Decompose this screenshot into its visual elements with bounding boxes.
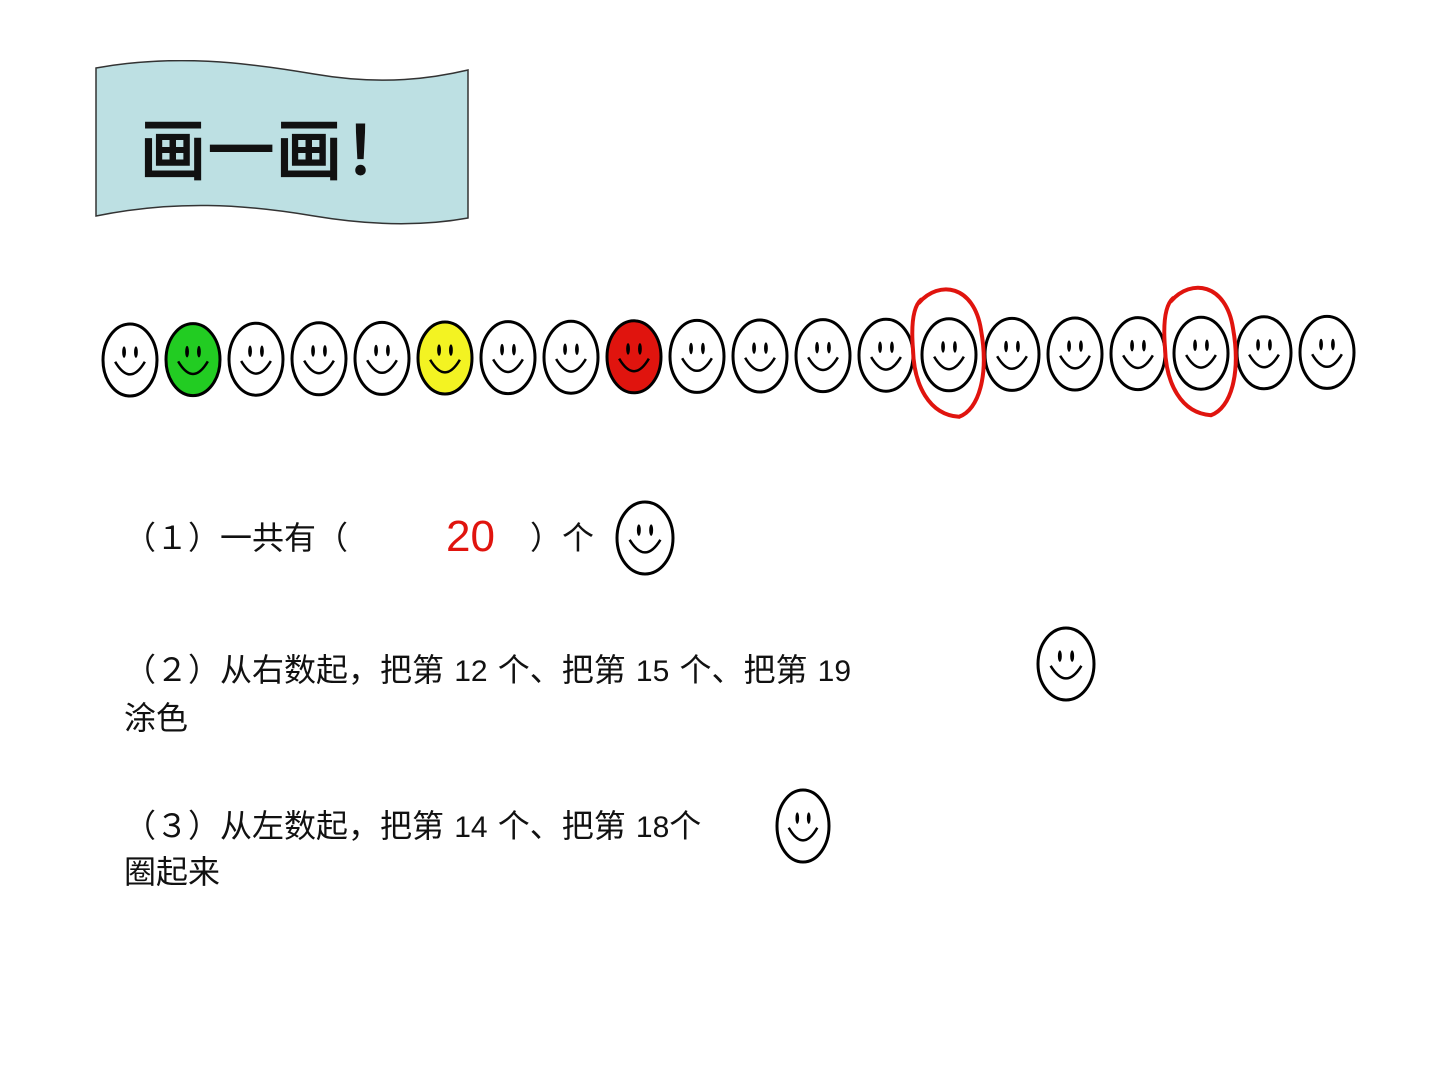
banner-flag-shape <box>95 60 469 225</box>
question-3-text-c: 个 <box>669 807 702 845</box>
page-title: 画一画！ <box>140 112 412 190</box>
question-2-smiley-icon <box>1036 626 1096 702</box>
smiley-face-14 <box>920 317 978 393</box>
smiley-face-16 <box>1046 316 1104 392</box>
question-1-suffix: ）个 <box>530 519 595 557</box>
question-3-line-2: 圈起来 <box>124 853 221 891</box>
question-1-prefix: （１）一共有（ <box>124 519 349 557</box>
smiley-face-20 <box>1298 314 1356 390</box>
question-1-answer: 20 <box>446 512 495 561</box>
question-2-number-3: 19 <box>817 655 852 688</box>
smiley-face-12 <box>794 318 852 394</box>
smiley-face-18 <box>1172 315 1230 391</box>
question-1: （１）一共有（ <box>124 518 348 558</box>
red-circle-mark-2 <box>1162 285 1238 418</box>
question-2-text-c: 个、把第 <box>669 651 818 689</box>
question-2-line-2: 涂色 <box>124 699 189 737</box>
smiley-face-6 <box>416 320 474 396</box>
smiley-face-13 <box>857 317 915 393</box>
smiley-face-15 <box>983 316 1041 392</box>
title-banner: 画一画！ <box>94 60 470 225</box>
smiley-face-7 <box>479 320 537 396</box>
smiley-face-19 <box>1235 315 1293 391</box>
smiley-face-11 <box>731 318 789 394</box>
smiley-face-9 <box>605 319 663 395</box>
question-3-text-b: 个、把第 <box>487 807 636 845</box>
smiley-face-5 <box>353 320 411 396</box>
smiley-face-3 <box>227 321 285 397</box>
question-2-text-b: 个、把第 <box>487 651 636 689</box>
question-2-line-1: （２）从右数起，把第 12 个、把第 15 个、把第 19 <box>124 650 851 692</box>
smiley-face-2 <box>164 322 222 398</box>
question-3-smiley-icon <box>775 788 831 864</box>
smiley-face-4 <box>290 321 348 397</box>
question-2-text-a: （２）从右数起，把第 <box>124 651 455 689</box>
question-3-number-1: 14 <box>454 811 488 844</box>
smiley-face-17 <box>1109 316 1167 392</box>
question-3-text-a: （３）从左数起，把第 <box>124 807 455 845</box>
smiley-face-1 <box>101 322 159 398</box>
red-circle-mark-1 <box>910 287 986 419</box>
smiley-face-10 <box>668 318 726 394</box>
question-3-line-1: （３）从左数起，把第 14 个、把第 18个 <box>124 806 701 848</box>
question-3-number-2: 18 <box>635 811 670 844</box>
question-2-number-2: 15 <box>635 655 670 688</box>
smiley-face-8 <box>542 319 600 395</box>
question-2-number-1: 12 <box>454 655 488 688</box>
question-1-smiley-icon <box>615 500 675 576</box>
